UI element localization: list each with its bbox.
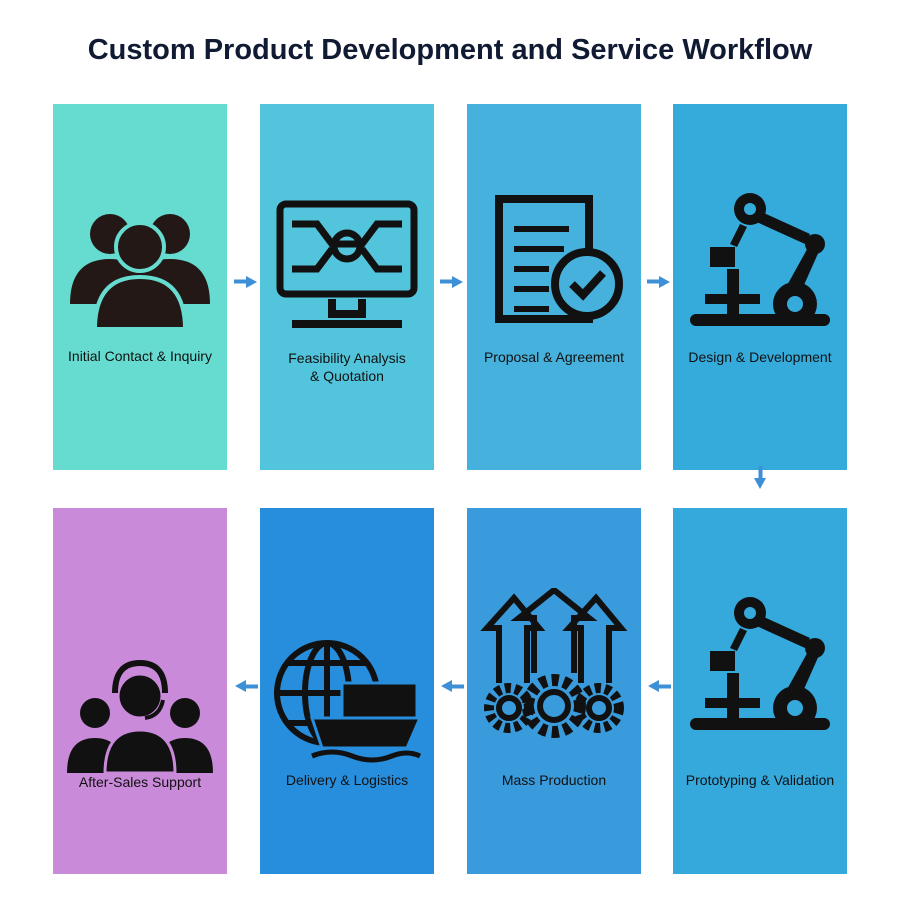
step-label: Delivery & Logistics xyxy=(285,772,409,788)
step-box-7: Delivery & Logistics xyxy=(260,508,434,874)
headset-support-icon xyxy=(65,638,215,788)
robot-arm-icon xyxy=(690,193,830,326)
step-box-5: Prototyping & Validation xyxy=(673,508,847,874)
flow-arrow-7 xyxy=(235,680,258,692)
step-box-3: Proposal & Agreement xyxy=(467,104,641,470)
step-label: Initial Contact & Inquiry xyxy=(68,348,212,364)
monitor-analysis-icon xyxy=(272,194,422,344)
gears-arrows-icon xyxy=(479,588,629,738)
step-label: Feasibility Analysis & Quotation xyxy=(288,350,406,384)
step-box-1: Initial Contact & Inquiry xyxy=(53,104,227,470)
step-label: Proposal & Agreement xyxy=(483,349,625,365)
document-check-icon xyxy=(479,189,629,339)
flow-arrow-1 xyxy=(234,276,257,288)
flow-arrow-3 xyxy=(647,276,670,288)
step-box-2: Feasibility Analysis & Quotation xyxy=(260,104,434,470)
flow-arrow-4 xyxy=(754,466,766,489)
step-box-4: Design & Development xyxy=(673,104,847,470)
flow-arrow-6 xyxy=(441,680,464,692)
robot-arm-icon xyxy=(690,597,830,730)
people-group-icon xyxy=(68,212,212,331)
step-label: Mass Production xyxy=(501,772,607,788)
step-label: Prototyping & Validation xyxy=(685,772,835,788)
step-box-8: After-Sales Support xyxy=(53,508,227,874)
globe-ship-icon xyxy=(272,628,422,778)
flow-arrow-2 xyxy=(440,276,463,288)
step-label: After-Sales Support xyxy=(78,774,202,790)
flow-arrow-5 xyxy=(648,680,671,692)
step-label: Design & Development xyxy=(688,349,832,365)
diagram-title: Custom Product Development and Service W… xyxy=(87,34,813,66)
step-box-6: Mass Production xyxy=(467,508,641,874)
